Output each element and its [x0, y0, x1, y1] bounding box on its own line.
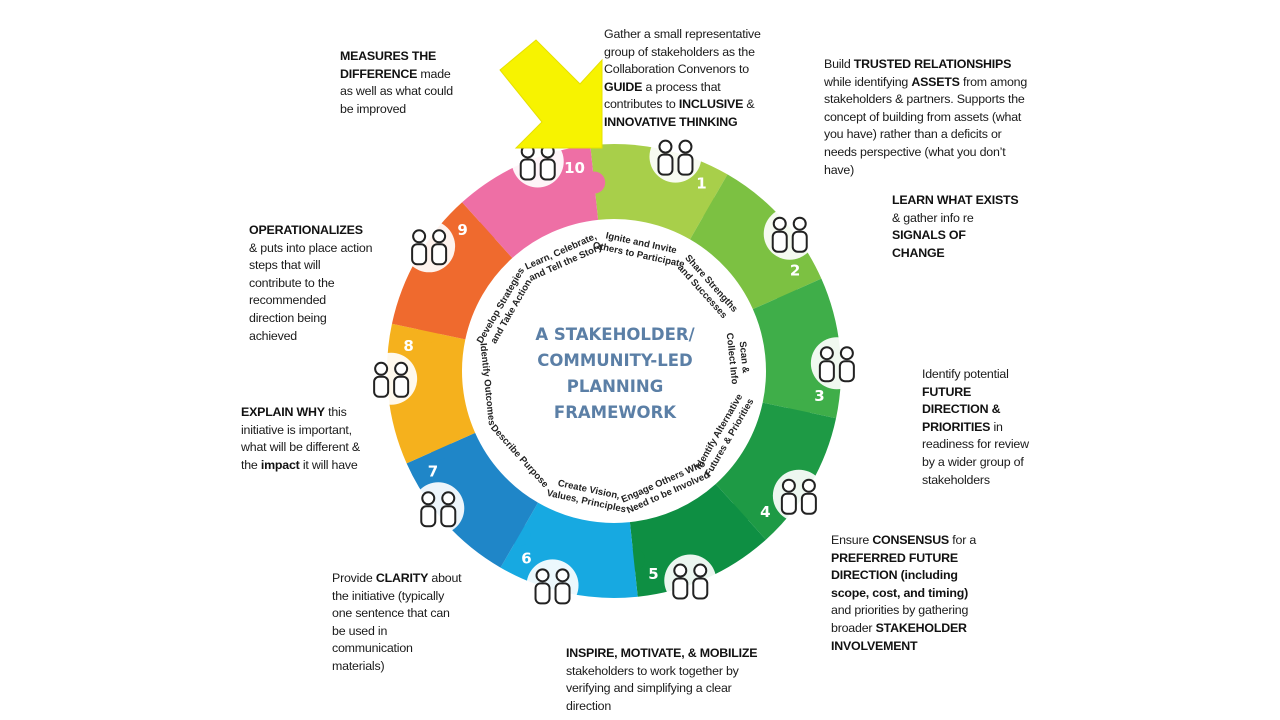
title-line-2: COMMUNITY-LED [537, 351, 693, 370]
note-step-8: EXPLAIN WHY this initiative is important… [241, 405, 360, 472]
step-number-4: 4 [760, 503, 770, 521]
step-number-1: 1 [696, 174, 706, 192]
note-step-9: OPERATIONALIZES & puts into place action… [249, 223, 373, 343]
step-number-7: 7 [428, 462, 438, 480]
megaphone-crowd-icon [664, 554, 717, 607]
step-label-6: Create Vision,Values, Principles [546, 478, 627, 515]
step-label-line: Identify Outcomes [477, 343, 497, 427]
note-step-3: LEARN WHAT EXISTS & gather info re SIGNA… [892, 193, 1019, 260]
step-number-5: 5 [648, 565, 658, 583]
note-step-1: Gather a small representative group of s… [604, 27, 761, 129]
title-line-3: PLANNING [566, 377, 664, 396]
magnifier-group-icon [810, 337, 863, 390]
step-number-3: 3 [814, 387, 824, 405]
question-document-icon [365, 352, 418, 405]
step-number-8: 8 [403, 337, 413, 355]
step-label-line: Scan & [737, 341, 751, 374]
step-numbers: 1 2 3 4 5 6 7 8 9 10 [403, 159, 824, 583]
wheel-segment-2 [690, 174, 822, 310]
arrow-push-icon [403, 220, 456, 273]
wheel-segment-7 [406, 432, 538, 568]
note-step-7: Provide CLARITY about the initiative (ty… [332, 571, 462, 673]
step-number-9: 9 [457, 221, 467, 239]
wheel-segments [386, 144, 841, 598]
note-step-5: Ensure CONSENSUS for a PREFERRED FUTURE … [831, 533, 977, 653]
note-step-2: Build TRUSTED RELATIONSHIPS while identi… [824, 57, 1028, 177]
step-icons [365, 130, 863, 612]
tin-can-phone-icon [412, 482, 465, 535]
step-label-line: Collect Info [724, 332, 740, 385]
collaborators-torch-icon [649, 130, 702, 183]
step-label-3: Scan &Collect Info [724, 332, 751, 385]
wheel-segment-10 [462, 145, 599, 259]
title-line-4: FRAMEWORK [553, 403, 677, 422]
weightlifters-icon [763, 207, 816, 260]
entry-arrow-icon [499, 39, 603, 149]
step-number-6: 6 [521, 550, 531, 568]
step-number-10: 10 [564, 159, 585, 177]
thought-check-icon [526, 559, 579, 612]
presentation-board-icon [772, 469, 825, 522]
note-step-6: INSPIRE, MOTIVATE, & MOBILIZE stakeholde… [566, 646, 758, 713]
wheel-segment-8 [386, 323, 476, 464]
wheel-segment-3 [752, 278, 841, 419]
step-label-8: Identify Outcomes [477, 343, 497, 427]
puzzle-knob-10 [583, 171, 606, 194]
title-line-1: A STAKEHOLDER/ [535, 325, 695, 344]
note-step-4: Identify potential FUTURE DIRECTION & PR… [922, 367, 1029, 487]
note-step-10: MEASURES THE DIFFERENCE made as well as … [340, 49, 453, 116]
wheel-segment-5 [629, 483, 766, 597]
step-number-2: 2 [790, 262, 800, 280]
framework-title: A STAKEHOLDER/ COMMUNITY-LED PLANNING FR… [510, 322, 720, 426]
